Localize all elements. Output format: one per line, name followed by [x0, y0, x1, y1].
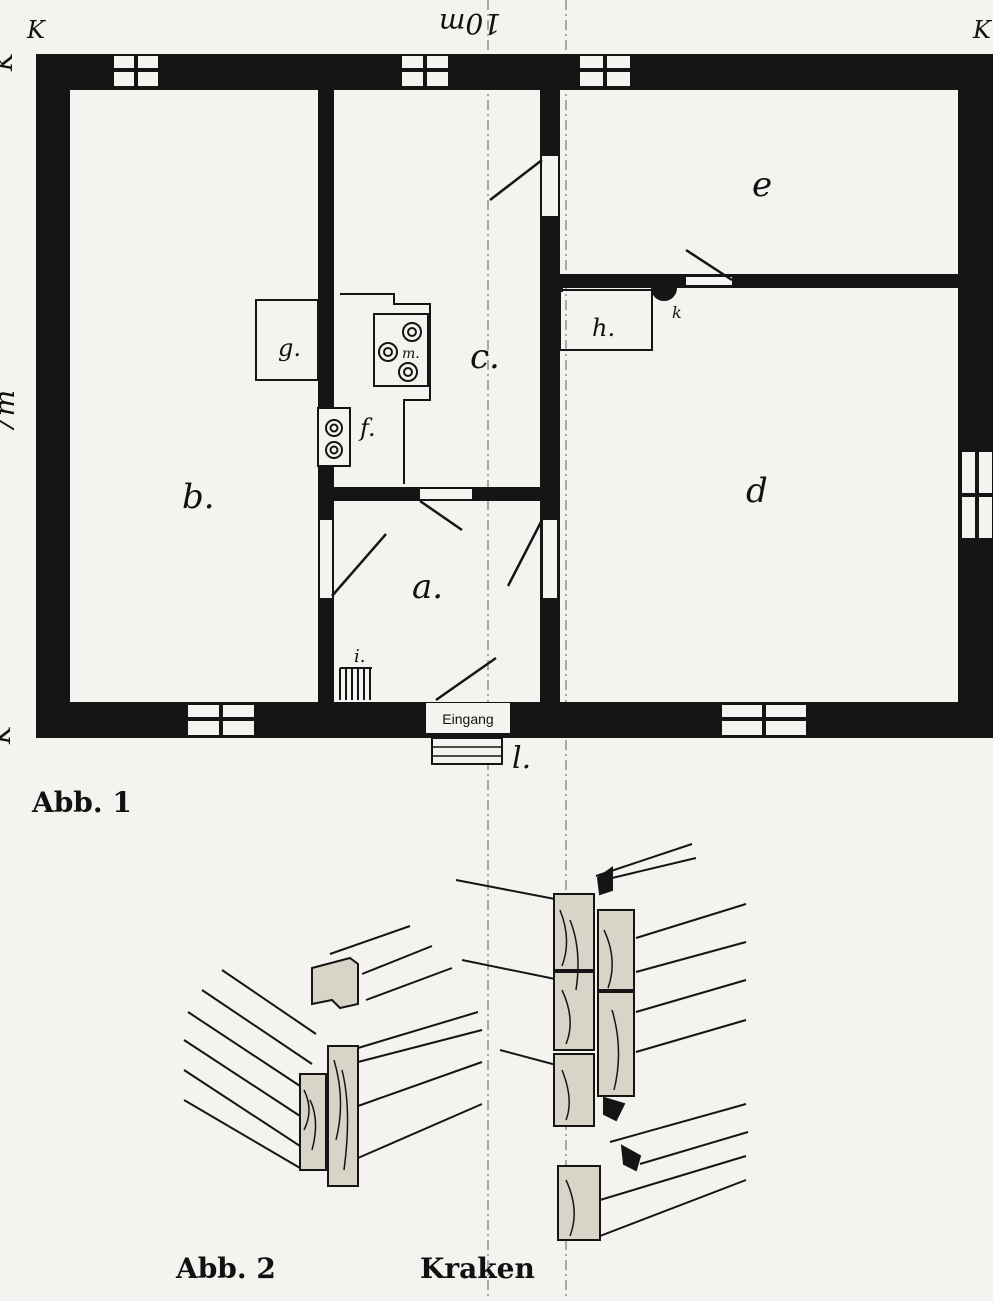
entrance-door-swing — [435, 656, 497, 702]
window — [114, 56, 158, 86]
window — [580, 56, 630, 86]
fixture-g-box — [255, 299, 319, 381]
fixture-label-i: i. — [354, 646, 365, 667]
fixture-label-k: k — [672, 303, 682, 322]
log-joint-sketch-right — [455, 843, 749, 1241]
windows — [114, 56, 992, 735]
entrance: Eingang — [426, 656, 510, 765]
doors — [320, 156, 733, 598]
caption-kraken: Kraken — [420, 1252, 535, 1285]
window — [722, 705, 806, 735]
entrance-label: Eingang — [442, 711, 493, 727]
room-label-c: c. — [470, 337, 500, 377]
fixture-label-f: f. — [358, 414, 376, 442]
dimension-top: 10m — [439, 7, 501, 40]
room-label-e: e — [752, 165, 772, 205]
fixture-label-g: g. — [278, 334, 301, 362]
dimension-left: 7m — [0, 390, 21, 434]
caption-abb-2: Abb. 2 — [175, 1252, 276, 1285]
fixture-i-stair — [339, 667, 372, 700]
corner-mark-left-bottom: K — [0, 724, 16, 745]
window — [402, 56, 448, 86]
outer-walls — [36, 54, 993, 738]
fixture-label-h: h. — [592, 314, 615, 342]
fixture-label-l: l. — [512, 741, 531, 776]
caption-abb-1: Abb. 1 — [31, 786, 132, 819]
entrance-step — [431, 737, 503, 765]
interior-walls — [318, 90, 958, 702]
corner-mark-top-left: K — [26, 16, 47, 44]
fixture-h-box — [559, 289, 653, 351]
log-joint-sketch-left — [183, 925, 483, 1187]
corner-mark-left-top: K — [0, 51, 18, 72]
fixture-k-corner — [650, 287, 678, 301]
fixture-label-m: m. — [402, 346, 420, 362]
corner-mark-top-right: K — [972, 16, 993, 44]
room-label-a: a. — [412, 567, 443, 607]
fixtures — [255, 287, 678, 700]
fixture-m-stove — [373, 313, 429, 387]
window — [188, 705, 254, 735]
window — [962, 452, 992, 538]
room-label-b: b. — [182, 477, 215, 517]
room-label-d: d — [746, 471, 768, 511]
